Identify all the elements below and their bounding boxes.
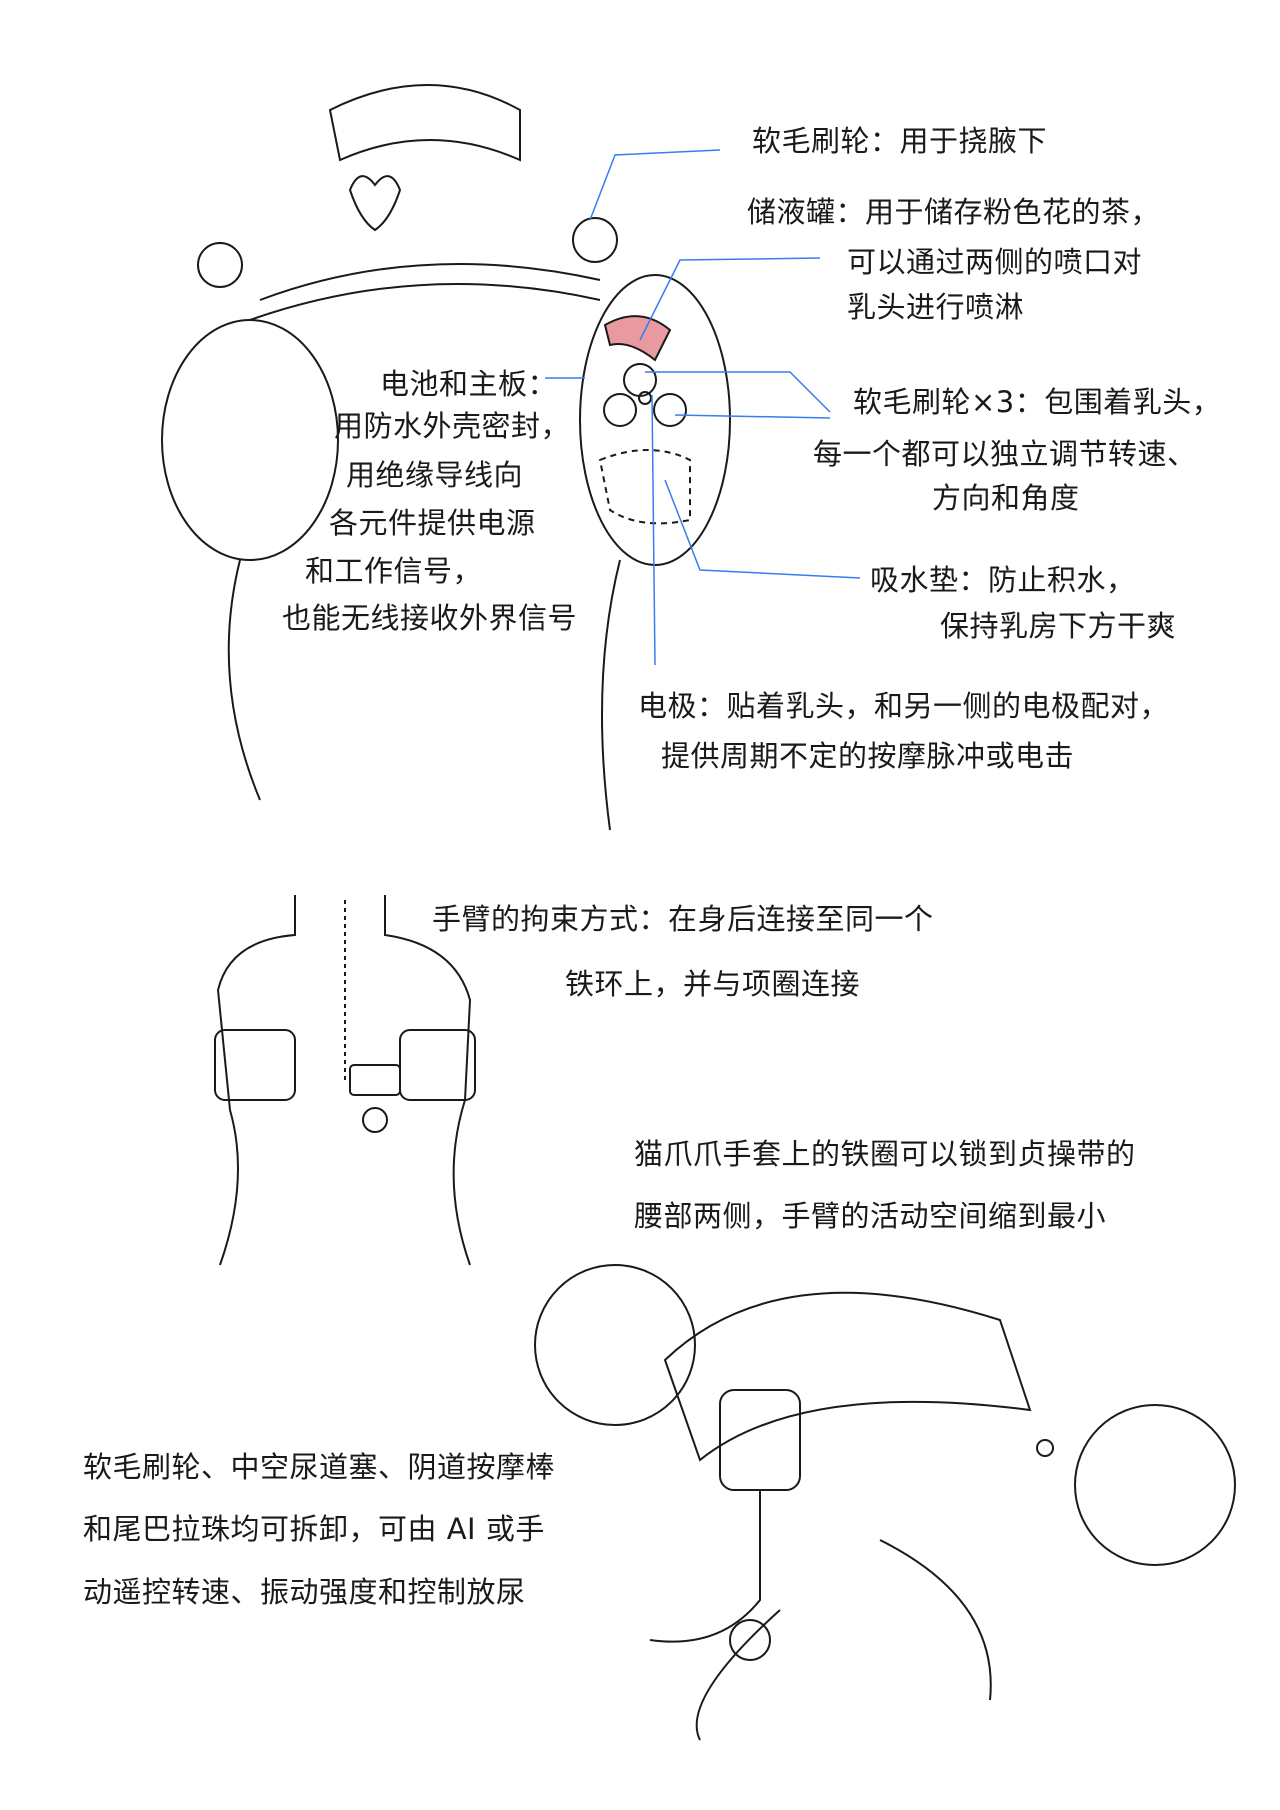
label-gloves-line2: 腰部两侧，手臂的活动空间缩到最小 (634, 1199, 1107, 1233)
waist-belt-drawing (663, 1291, 1032, 1462)
brush-wheel-drawing (603, 393, 637, 427)
liquid-tank-drawing (603, 315, 672, 362)
label-battery-line1: 电池和主板： (380, 367, 558, 401)
label-pad-line1: 吸水垫：防止积水， (870, 563, 1136, 597)
label-electrode-line1: 电极：贴着乳头，和另一侧的电极配对， (638, 689, 1170, 723)
left-arm-cuff-drawing (214, 1029, 296, 1101)
label-tank-line3: 乳头进行喷淋 (847, 290, 1025, 324)
tail-drawing (879, 1539, 992, 1701)
label-tank-line2: 可以通过两侧的喷口对 (847, 245, 1143, 279)
label-tank-line1: 储液罐：用于储存粉色花的茶， (747, 195, 1161, 229)
label-brush3-line3: 方向和角度 (932, 481, 1080, 515)
right-cup-open-drawing (579, 274, 731, 566)
label-brush3-line1: 软毛刷轮×3：包围着乳头， (853, 385, 1222, 419)
absorbent-pad-drawing (598, 449, 691, 525)
label-removable-line1: 软毛刷轮、中空尿道塞、阴道按摩棒 (83, 1450, 556, 1484)
label-battery-line4: 各元件提供电源 (329, 506, 536, 540)
chest-harness-drawing (161, 84, 731, 831)
paw-glove-right-drawing (1074, 1404, 1236, 1566)
label-battery-line5: 和工作信号， (305, 554, 483, 588)
label-battery-line3: 用绝缘导线向 (346, 458, 524, 492)
label-removable-line3: 动遥控转速、振动强度和控制放尿 (83, 1575, 526, 1609)
heart-lock-icon (348, 175, 402, 232)
label-brush3-line2: 每一个都可以独立调节转速、 (813, 437, 1197, 471)
paw-glove-left-drawing (534, 1264, 696, 1426)
label-arm-line2: 铁环上，并与项圈连接 (565, 967, 861, 1001)
brush-wheel-drawing (653, 393, 687, 427)
label-battery-line6: 也能无线接收外界信号 (282, 601, 578, 635)
label-armpit-brush: 软毛刷轮：用于挠腋下 (752, 124, 1048, 158)
leader-lines (545, 149, 861, 666)
electrode-drawing (638, 391, 652, 405)
label-gloves-line1: 猫爪爪手套上的铁圈可以锁到贞操带的 (634, 1137, 1136, 1171)
left-cup-drawing (161, 319, 339, 561)
right-arm-cuff-drawing (399, 1029, 476, 1101)
label-removable-line2: 和尾巴拉珠均可拆卸，可由 AI 或手 (83, 1512, 545, 1546)
label-battery-line2: 用防水外壳密封， (334, 409, 571, 443)
padlock-icon (1036, 1439, 1054, 1457)
iron-ring-drawing (362, 1107, 388, 1133)
crotch-strap-drawing (649, 1490, 761, 1643)
label-pad-line2: 保持乳房下方干爽 (940, 609, 1177, 643)
fluffy-brush-left-drawing (197, 242, 243, 288)
back-arm-restraint-drawing (214, 895, 476, 1266)
buckle-drawing (349, 1064, 401, 1096)
label-arm-line1: 手臂的拘束方式：在身后连接至同一个 (432, 902, 934, 936)
chastity-belt-drawing (534, 1264, 1236, 1741)
collar-drawing (328, 84, 521, 162)
strap-drawing (259, 263, 601, 301)
brush-wheel-drawing (729, 1619, 771, 1661)
fluffy-brush-right-drawing (572, 217, 618, 263)
label-electrode-line2: 提供周期不定的按摩脉冲或电击 (661, 739, 1075, 773)
brush-wheel-drawing (623, 363, 657, 397)
